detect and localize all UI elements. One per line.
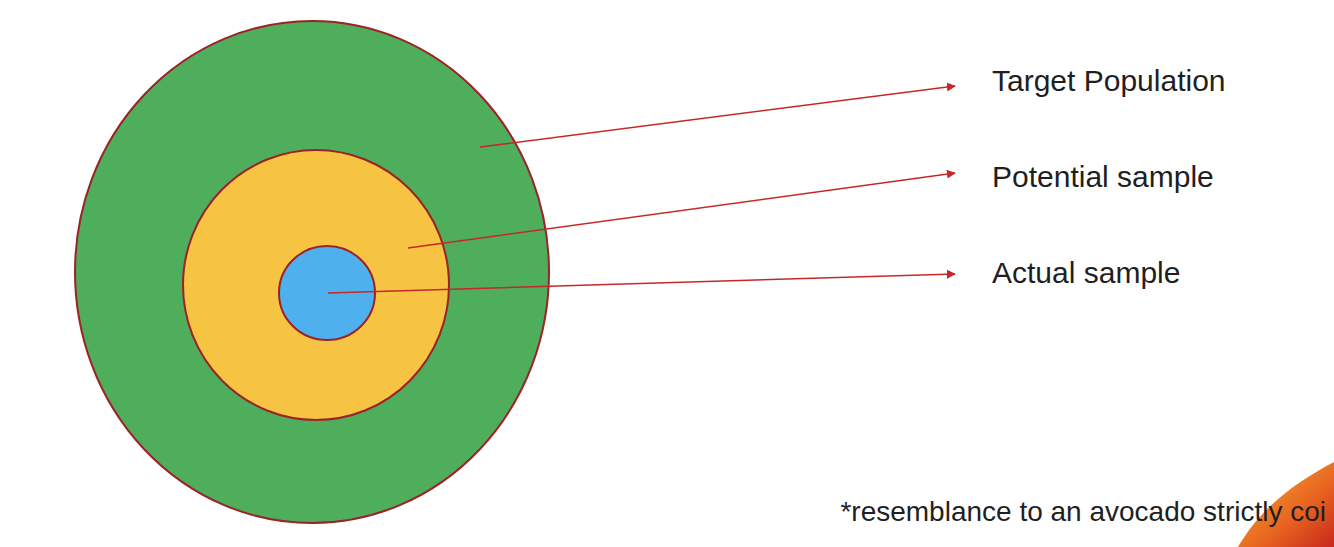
potential-sample-circle (183, 150, 449, 420)
target-population-circle (75, 21, 549, 523)
layer-label: Potential sample (992, 159, 1214, 195)
leader-arrow (480, 86, 955, 147)
layer-label: Target Population (992, 63, 1226, 99)
actual-sample-circle (279, 246, 375, 340)
leader-arrow (328, 274, 955, 293)
footnote: *resemblance to an avocado strictly coi (840, 495, 1326, 529)
layer-label: Actual sample (992, 255, 1180, 291)
leader-arrow (408, 173, 955, 248)
